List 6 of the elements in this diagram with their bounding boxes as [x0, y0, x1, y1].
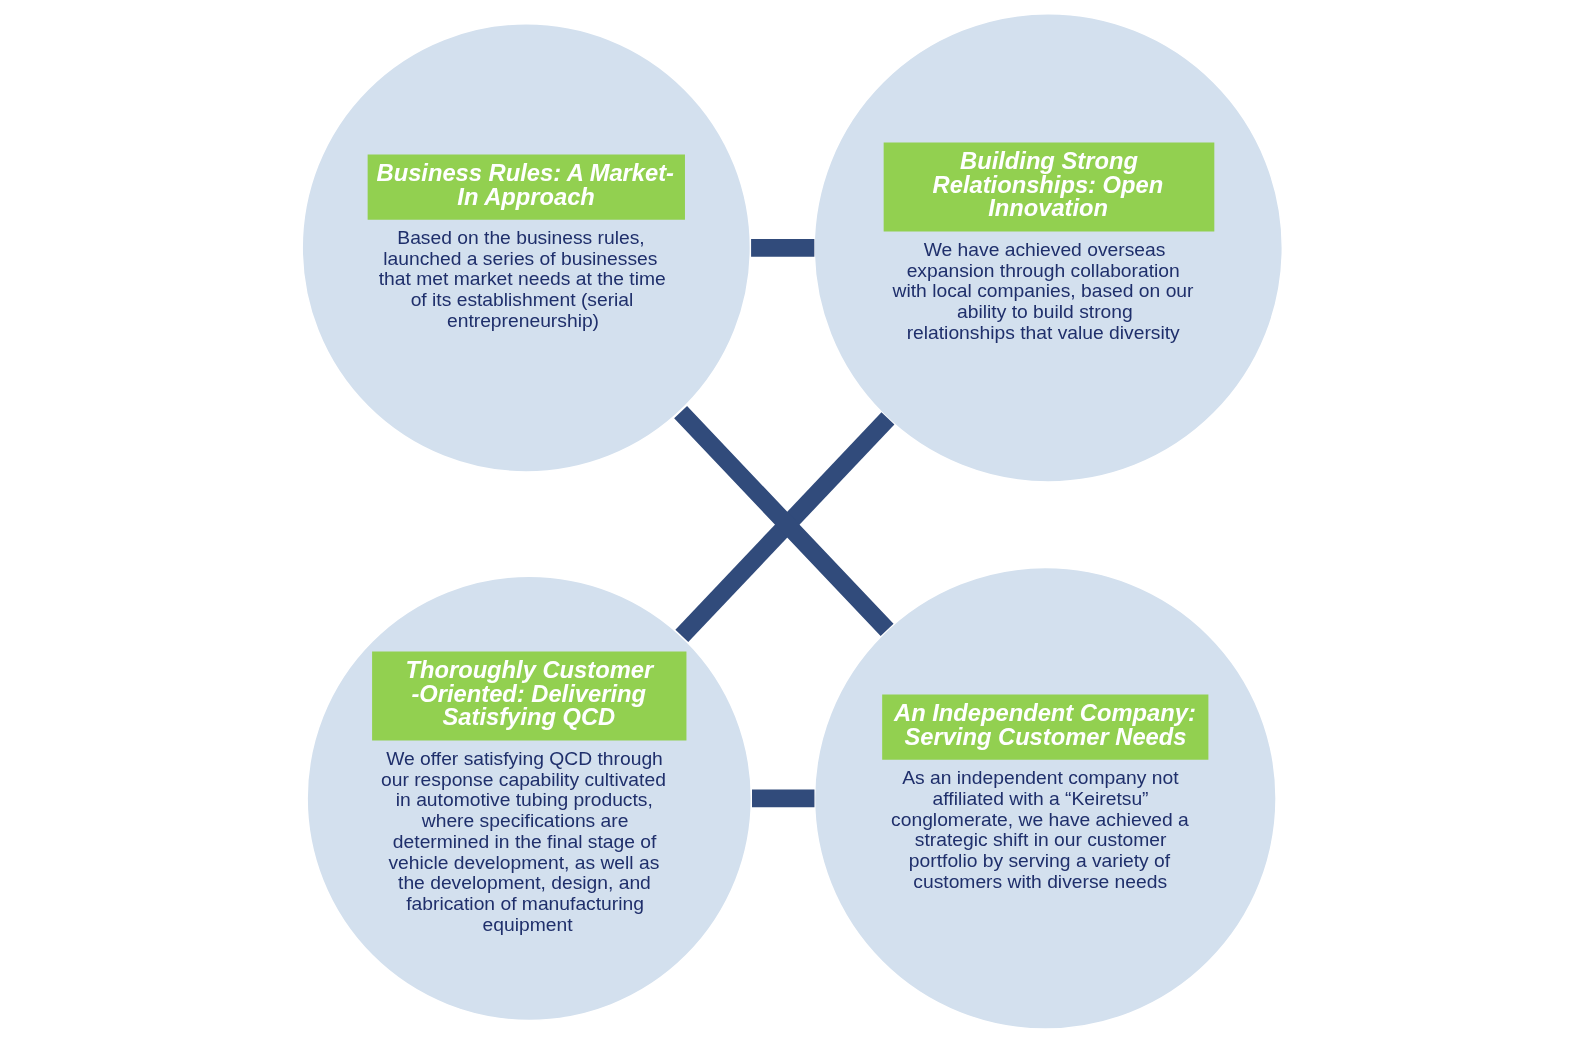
node-circle: Business Rules: A Market-In Approach Based on the business rules, launched a series of businesses that met market needs at the time of its establishment (serial entrepreneurship) — [301, 23, 752, 473]
node-circle: Building Strong Relationships: Open Innovation We have achieved overseas expansion through collaboration with local companies, based on our ability to build strong relationships that value diversity — [813, 13, 1284, 483]
node-circle: An Independent Company: Serving Customer Needs As an independent company not affiliated with a “Keiretsu” conglomerate, we have achieved a strategic shift in our customer portfolio by serving a variety of customers with diverse needs — [813, 566, 1277, 1030]
node-circle: Thoroughly Customer -Oriented: Delivering Satisfying QCD We offer satisfying QCD through our response capability cultivated in automotive tubing products, where specifications are determined in the final stage of vehicle development, as well as the development, design, and fabrication of manufacturing equipment — [306, 575, 753, 1022]
connector — [752, 789, 815, 808]
connector — [751, 238, 815, 257]
